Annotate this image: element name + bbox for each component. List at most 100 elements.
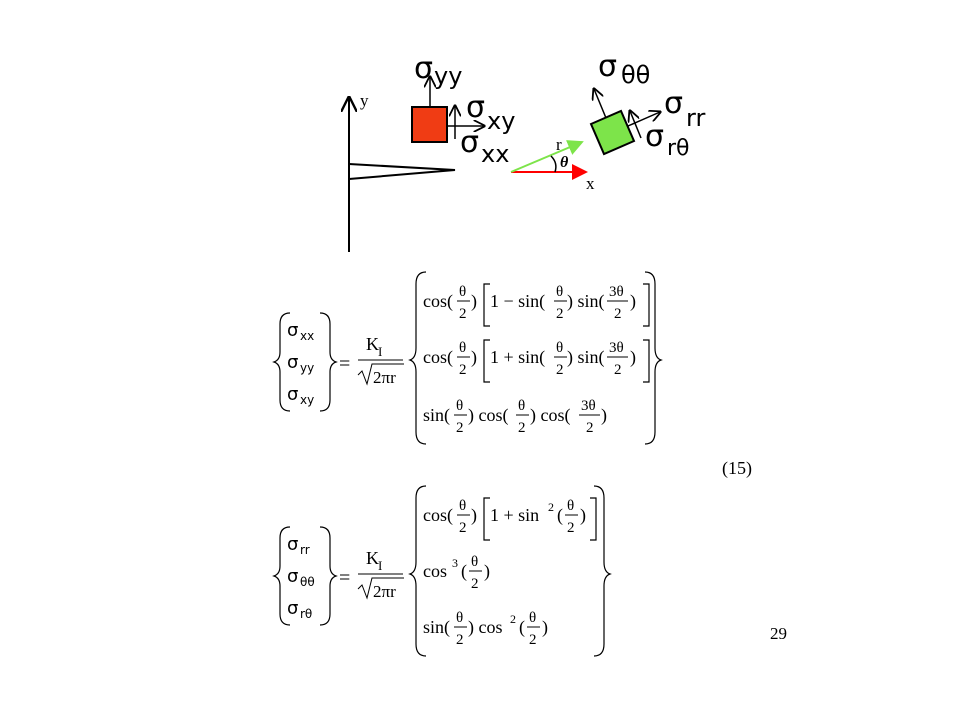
p1-th1: θ [459,498,466,514]
coef2-K: K [366,548,379,568]
polar-stress-element [589,109,636,156]
sigma-rr-subscript: rr [686,104,705,132]
r1-cos: cos( [423,291,453,312]
r2-close3: ) [630,347,636,368]
p2-open: ( [461,561,467,582]
r3-den3: 2 [586,420,594,436]
lhs-sigma-yy: σ [287,352,298,373]
rhs2-left-brace [408,485,427,657]
r2-th1: θ [459,340,466,356]
r3-cos1: ) cos( [468,405,508,426]
lhs-right-brace [319,312,338,412]
lhs2-sigma-tt: σ [287,566,298,587]
r2-bracket-text: 1 + sin( [490,347,545,368]
p3-close: ) [542,617,548,638]
lhs-sub-xx: xx [300,329,314,343]
sigma-rt-arrow [630,111,642,139]
p3-cos: ) cos [468,617,503,638]
r1-close1: ) [471,291,477,312]
crack-diagram: y σ yy σ xy σ xx r θ x σ θθ σ rr σ rθ [349,49,705,252]
sigma-tt-symbol: σ [598,49,617,84]
equals-sign: = [339,353,350,375]
p1-close1: ) [471,505,477,526]
equals-sign-2: = [339,567,350,589]
r1-sin2: ) sin( [567,291,605,312]
coef2-denominator: 2πr [373,582,396,601]
lhs-sub-yy: yy [300,361,314,375]
r1-close3: ) [630,291,636,312]
p1-close2: ) [580,505,586,526]
lhs2-sub-rr: rr [300,543,310,557]
p2-close: ) [484,561,490,582]
sigma-yy-symbol: σ [414,51,433,86]
sigma-rr-arrow [627,112,660,127]
rhs-right-brace [644,271,663,445]
p3-open: ( [519,617,525,638]
coef-denominator: 2πr [373,368,396,387]
coef2-sqrt [357,577,404,600]
r1-right-bracket [643,283,650,327]
r3-den1: 2 [456,420,464,436]
p3-sin: sin( [423,617,450,638]
coef-K-sub: I [378,344,382,359]
r2-th2: θ [556,340,563,356]
r2-th3: 3θ [609,340,624,356]
p2-sup3: 3 [452,556,458,570]
sigma-rt-symbol: σ [645,119,664,154]
coef-sqrt [357,363,404,386]
theta-arc [550,155,557,173]
sigma-tt-arrow [594,89,607,119]
lhs2-right-brace [319,526,338,626]
r2-sin2: ) sin( [567,347,605,368]
r3-sin: sin( [423,405,450,426]
r1-th1: θ [459,284,466,300]
sigma-rt-subscript: rθ [667,136,690,161]
crack-outline [348,163,456,180]
r2-den1: 2 [459,362,467,378]
p3-th2: θ [529,610,536,626]
p1-den2: 2 [567,520,575,536]
x-axis-label: x [586,174,595,193]
sigma-xx-symbol: σ [460,125,479,160]
lhs2-sigma-rr: σ [287,534,298,555]
sigma-tt-subscript: θθ [621,61,650,89]
lhs2-sigma-rt: σ [287,598,298,619]
p1-left-bracket [483,497,490,541]
radius-label: r [556,135,562,154]
rhs-left-brace [408,271,427,445]
lhs-sub-xy: xy [300,393,314,407]
coef-K: K [366,334,379,354]
lhs-sigma-xy: σ [287,384,298,405]
r2-close1: ) [471,347,477,368]
y-axis-label: y [360,91,369,110]
p1-cos: cos( [423,505,453,526]
r1-den3: 2 [614,306,622,322]
sigma-xy-symbol: σ [466,90,485,125]
r1-th2: θ [556,284,563,300]
p1-sup2: 2 [548,500,554,514]
r3-th2: θ [518,398,525,414]
cartesian-stress-equation: σ xx σ yy σ xy = K I 2πr cos( θ 2 ) 1 − … [272,271,663,445]
p1-bracket-text: 1 + sin [490,505,539,525]
r1-th3: 3θ [609,284,624,300]
r3-th3: 3θ [581,398,596,414]
sigma-xy-subscript: xy [487,107,515,135]
sigma-rr-symbol: σ [664,86,683,121]
p1-den1: 2 [459,520,467,536]
lhs-sigma-xx: σ [287,320,298,341]
r2-den3: 2 [614,362,622,378]
theta-label: θ [560,154,569,171]
r3-cos2: ) cos( [530,405,570,426]
p2-cos: cos [423,561,447,581]
r2-right-bracket [643,339,650,383]
p1-right-bracket [590,497,597,541]
r1-left-bracket [483,283,490,327]
page-number: 29 [770,624,787,643]
coef2-K-sub: I [378,558,382,573]
p3-den1: 2 [456,632,464,648]
r1-den1: 2 [459,306,467,322]
p1-th2: θ [567,498,574,514]
r3-th1: θ [456,398,463,414]
lhs-left-brace [272,312,291,412]
r1-bracket-text: 1 − sin( [490,291,545,312]
